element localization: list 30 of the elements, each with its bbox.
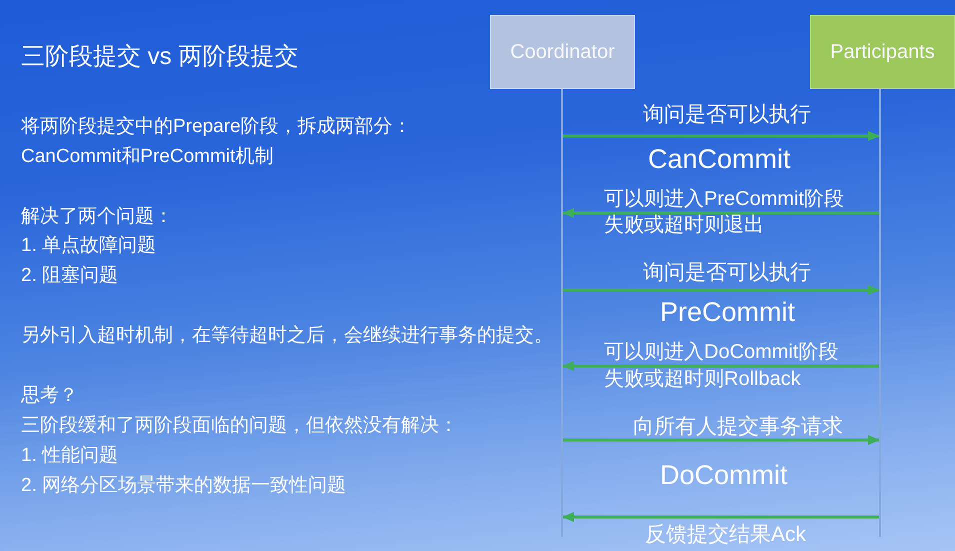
body-text: CanCommit和PreCommit机制: [21, 145, 274, 169]
message-arrow: [562, 512, 879, 522]
body-text: 三阶段缓和了两阶段面临的问题，但依然没有解决：: [21, 414, 458, 438]
message-arrow: [563, 435, 880, 445]
body-text: 将两阶段提交中的Prepare阶段，拆成两部分：: [21, 115, 412, 139]
phase-label: DoCommit: [660, 459, 788, 492]
message-arrow: [563, 131, 880, 141]
message-label: 可以则进入DoCommit阶段失败或超时则Rollback: [604, 340, 840, 392]
body-text: 思考？: [21, 384, 78, 408]
title: 三阶段提交 vs 两阶段提交: [21, 42, 298, 72]
body-text: 解决了两个问题：: [21, 205, 173, 229]
message-label: 可以则进入PreCommit阶段失败或超时则退出: [604, 187, 846, 238]
message-label: 反馈提交结果Ack: [645, 522, 806, 548]
body-text: 另外引入超时机制，在等待超时之后，会继续进行事务的提交。: [21, 324, 553, 348]
list-item: 2. 网络分区场景带来的数据一致性问题: [21, 474, 346, 498]
participant-box: Coordinator: [490, 15, 635, 89]
list-item: 1. 性能问题: [21, 444, 118, 468]
message-arrow: [563, 285, 880, 295]
list-item: 2. 阻塞问题: [21, 264, 118, 288]
message-arrow: [562, 361, 879, 371]
message-label: 向所有人提交事务请求: [633, 414, 843, 440]
participant-box: Participants: [810, 15, 955, 89]
lifeline: [561, 89, 563, 537]
phase-label: CanCommit: [648, 143, 791, 176]
phase-label: PreCommit: [660, 296, 796, 329]
message-label: 询问是否可以执行: [643, 102, 811, 128]
list-item: 1. 单点故障问题: [21, 234, 156, 258]
message-label: 询问是否可以执行: [643, 260, 811, 286]
lifeline: [879, 89, 881, 537]
message-arrow: [562, 208, 879, 218]
